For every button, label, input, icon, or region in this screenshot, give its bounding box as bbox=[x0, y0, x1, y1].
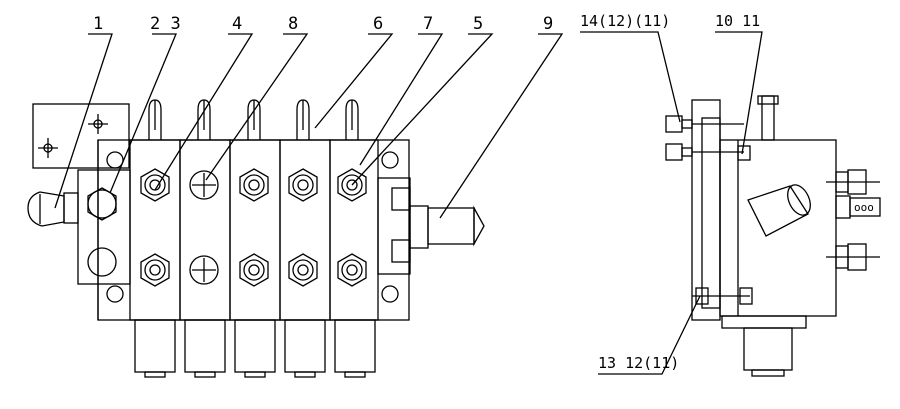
inlet-fitting bbox=[63, 192, 79, 224]
plate-hole-crosshair bbox=[38, 138, 58, 158]
port-fittings-lower bbox=[140, 253, 367, 287]
callout-label: 10 11 bbox=[715, 12, 760, 30]
callout-label: 6 bbox=[373, 14, 383, 34]
lever-tabs bbox=[148, 99, 359, 140]
side-mounting-plate bbox=[691, 99, 721, 321]
side-view: ooo 14(12)(11) 10 11 13 12(11) bbox=[580, 12, 881, 377]
callout-label: 1 bbox=[93, 14, 103, 34]
leader-lines-front bbox=[54, 33, 564, 219]
callout-label: 14(12)(11) bbox=[580, 12, 670, 30]
mounting-plate bbox=[32, 103, 130, 169]
spool-ends bbox=[134, 319, 376, 378]
callout-label: 2 3 bbox=[150, 14, 181, 34]
inlet-elbow bbox=[27, 191, 65, 227]
callout-label: 13 12(11) bbox=[598, 354, 679, 372]
callout-label: 4 bbox=[232, 14, 242, 34]
callout-label: 8 bbox=[288, 14, 298, 34]
plate-hole-crosshair bbox=[88, 114, 108, 134]
callout-label: 7 bbox=[423, 14, 433, 34]
outlet-fitting bbox=[427, 207, 475, 245]
callout-label: 9 bbox=[543, 14, 553, 34]
callout-label: 5 bbox=[473, 14, 483, 34]
valve-sections bbox=[129, 139, 379, 321]
flange-bolts bbox=[665, 115, 753, 305]
front-view: 1 2 3 4 8 6 7 5 9 bbox=[27, 14, 564, 378]
port-fittings-upper bbox=[140, 168, 367, 202]
svg-text:ooo: ooo bbox=[854, 201, 874, 214]
leader-lines-side bbox=[580, 31, 763, 375]
valve-body-outline bbox=[97, 139, 410, 321]
control-lever bbox=[747, 184, 811, 237]
side-fittings: ooo bbox=[826, 169, 881, 271]
inlet-section bbox=[77, 169, 131, 285]
end-cover bbox=[377, 177, 411, 275]
